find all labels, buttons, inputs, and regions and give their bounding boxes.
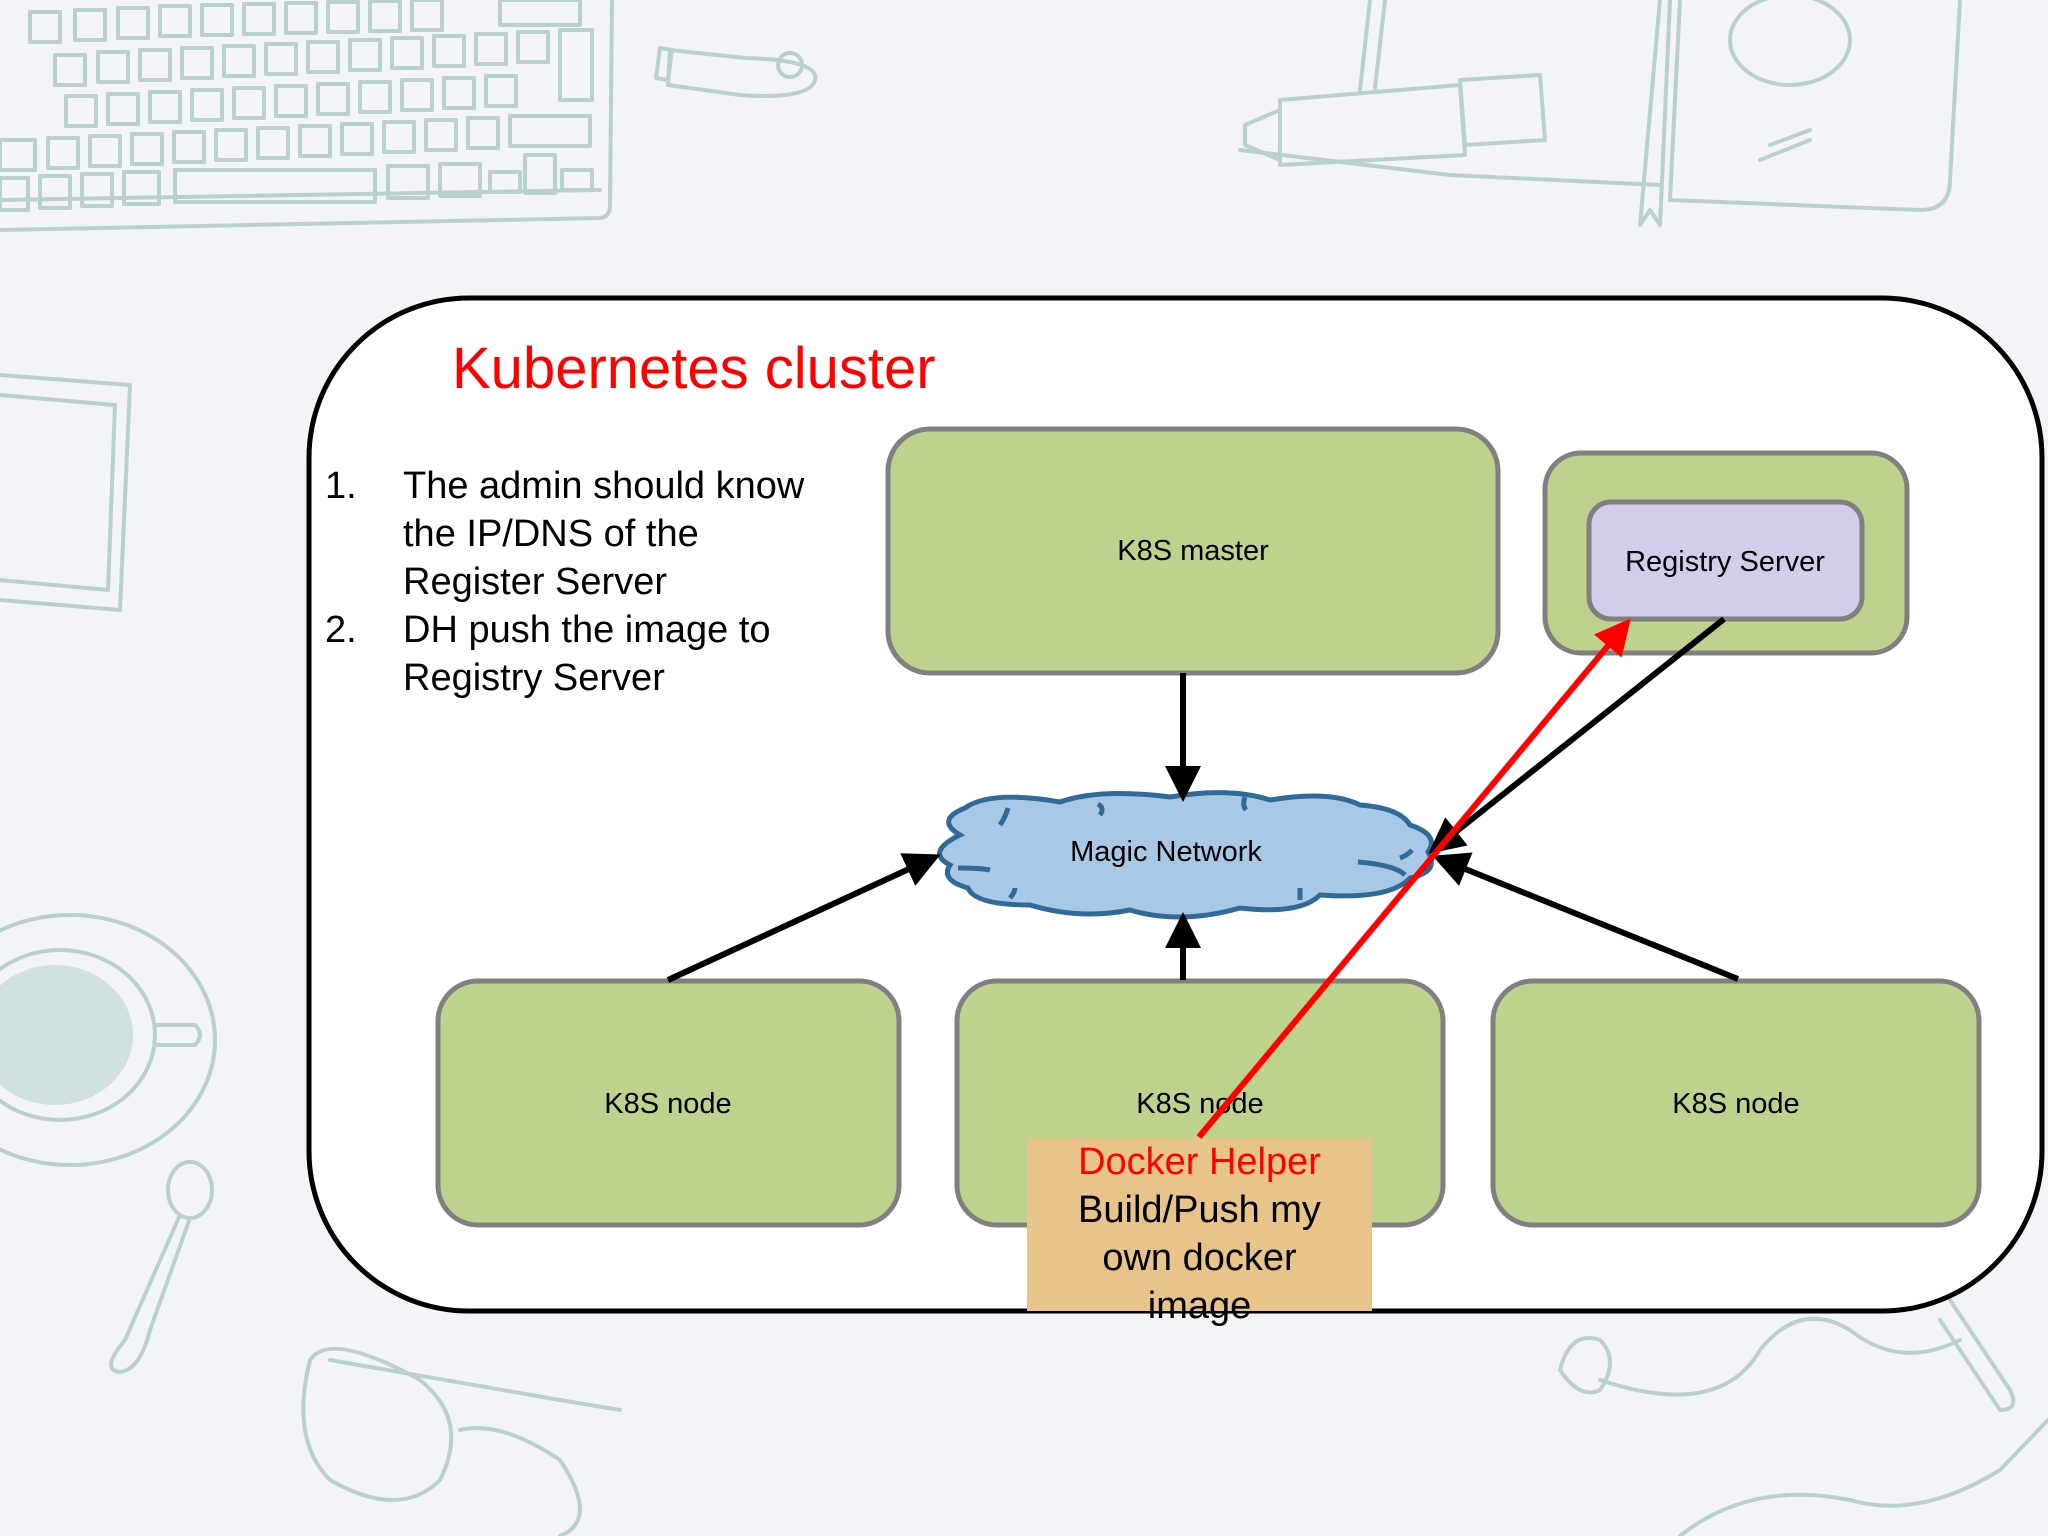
step-item: 2. DH push the image to Registry Server	[325, 606, 845, 702]
cluster-title: Kubernetes cluster	[452, 336, 936, 401]
registry-server-label: Registry Server	[1625, 546, 1825, 578]
step-line: The admin should know	[403, 465, 805, 507]
k8s-master-box[interactable]: K8S master	[885, 426, 1501, 676]
k8s-node-left-label: K8S node	[604, 1088, 731, 1120]
glasses-sketch-icon	[301, 1346, 622, 1536]
docker-helper-title: Docker Helper	[1078, 1141, 1321, 1183]
earphones-sketch-icon	[1558, 1298, 2048, 1536]
notebook-sketch-icon	[1238, 0, 1962, 227]
k8s-node-right-label: K8S node	[1672, 1088, 1799, 1120]
docker-helper-line: own docker	[1102, 1237, 1297, 1279]
step-line: DH push the image to	[403, 609, 771, 651]
step-number: 1.	[325, 465, 357, 507]
keyboard-sketch-icon	[0, 0, 614, 232]
magic-network-label: Magic Network	[1070, 836, 1262, 868]
cloud-icon	[937, 790, 1434, 920]
steps-list: 1. The admin should know the IP/DNS of t…	[325, 462, 845, 702]
arrow-helper-push-to-registry	[1196, 618, 1631, 1139]
tablet-sketch-icon	[0, 373, 132, 612]
arrow-registry-to-network	[1428, 616, 1726, 854]
k8s-node-left-box[interactable]: K8S node	[435, 978, 902, 1228]
k8s-node-right-box[interactable]: K8S node	[1490, 978, 1982, 1228]
k8s-master-label: K8S master	[1117, 535, 1269, 567]
magic-network-cloud[interactable]: Magic Network	[937, 790, 1434, 920]
registry-server-box[interactable]: Registry Server	[1586, 499, 1865, 622]
marker-sketch-icon	[1243, 0, 1547, 167]
usb-drive-sketch-icon	[654, 46, 818, 98]
step-number: 2.	[325, 609, 357, 651]
arrow-node-right-to-network	[1432, 852, 1740, 982]
step-line: Register Server	[403, 561, 667, 603]
step-line: Registry Server	[403, 657, 665, 699]
coffee-cup-sketch-icon	[0, 913, 217, 1167]
step-item: 1. The admin should know the IP/DNS of t…	[325, 462, 845, 606]
spoon-sketch-icon	[109, 1160, 214, 1374]
arrow-node-left-to-network	[666, 853, 941, 983]
step-line: the IP/DNS of the	[403, 513, 699, 555]
docker-helper-line: image	[1147, 1285, 1252, 1327]
k8s-node-center-label: K8S node	[1136, 1088, 1263, 1120]
docker-helper-line: Build/Push my	[1078, 1189, 1321, 1231]
docker-helper-box[interactable]: Docker Helper Build/Push my own docker i…	[1027, 1138, 1372, 1327]
